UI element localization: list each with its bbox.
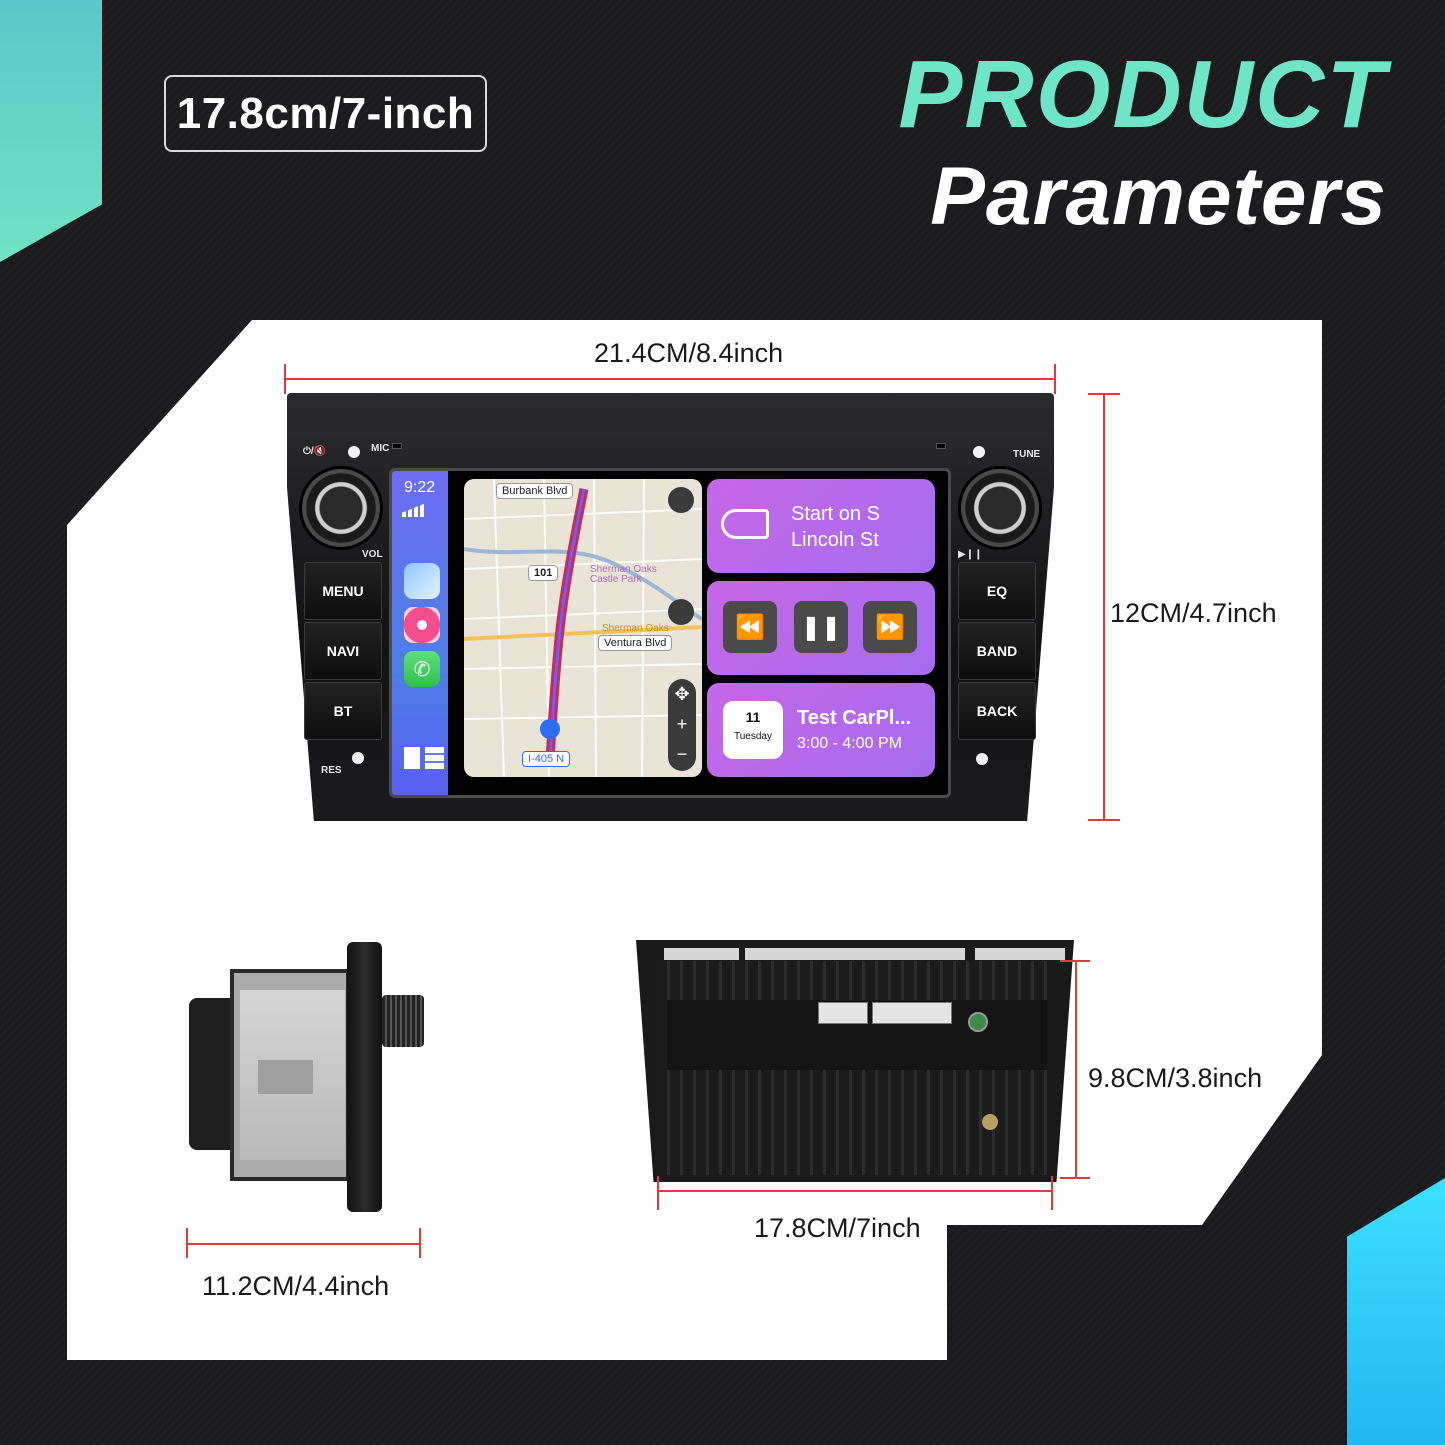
- media-widget: ⏪ ❚❚ ⏩: [707, 581, 935, 675]
- back-connector-2: [872, 1002, 952, 1024]
- side-view-tab: [258, 1060, 313, 1094]
- side-depth-label: 11.2CM/4.4inch: [202, 1271, 390, 1301]
- band-button[interactable]: BAND: [958, 622, 1036, 680]
- rewind-button[interactable]: ⏪: [723, 601, 777, 653]
- front-height-line: [1103, 394, 1105, 820]
- carplay-dock: 9:22 ✆: [392, 471, 448, 795]
- front-width-tick-right: [1054, 364, 1056, 394]
- nav-widget[interactable]: Start on S Lincoln St: [707, 479, 935, 573]
- unit-indicator-dot: [976, 753, 988, 765]
- calendar-icon: 11 Tuesday: [723, 701, 783, 759]
- eq-button[interactable]: EQ: [958, 562, 1036, 620]
- side-depth-line: [187, 1243, 421, 1245]
- vol-label: VOL: [362, 549, 383, 560]
- calendar-weekday: Tuesday: [734, 731, 772, 742]
- front-height-tick-top: [1088, 393, 1120, 395]
- mic-label: MIC: [371, 443, 390, 454]
- route-overview-icon[interactable]: [668, 487, 694, 513]
- back-view-silver-top-left: [664, 948, 739, 960]
- phone-app-icon[interactable]: ✆: [404, 651, 440, 687]
- carplay-screen: 9:22 ✆ Burbank Blvd 101 Sherman Oaks Cas…: [389, 468, 951, 798]
- tune-knob[interactable]: [958, 466, 1042, 550]
- event-title: Test CarPl...: [797, 707, 912, 729]
- menu-button[interactable]: MENU: [304, 562, 382, 620]
- map-zoom-controls[interactable]: ✥+−: [668, 679, 696, 771]
- back-view-silver-top-right: [975, 948, 1065, 960]
- nav-line-2: Lincoln St: [791, 529, 879, 551]
- back-green-port: [968, 1012, 988, 1032]
- back-button[interactable]: BACK: [958, 682, 1036, 740]
- front-width-tick-left: [284, 364, 286, 394]
- map-view[interactable]: Burbank Blvd 101 Sherman Oaks Castle Par…: [464, 479, 702, 777]
- mic-hole: [392, 443, 402, 449]
- signal-icon: [402, 503, 426, 517]
- side-depth-tick-right: [419, 1228, 421, 1258]
- back-width-tick-left: [657, 1176, 659, 1210]
- map-poi-castle-park: Sherman Oaks Castle Park: [590, 564, 657, 585]
- calendar-widget[interactable]: 11 Tuesday Test CarPl... 3:00 - 4:00 PM: [707, 683, 935, 777]
- power-button[interactable]: [348, 446, 360, 458]
- res-label: RES: [321, 765, 342, 776]
- turn-arrow-icon: [721, 509, 769, 539]
- dashboard-grid-icon[interactable]: [404, 747, 444, 769]
- back-height-tick-top: [1060, 960, 1090, 962]
- back-width-label: 17.8CM/7inch: [754, 1213, 921, 1243]
- side-view-knob: [382, 995, 424, 1047]
- tune-button[interactable]: [973, 446, 985, 458]
- back-height-label: 9.8CM/3.8inch: [1088, 1063, 1263, 1093]
- report-icon[interactable]: [668, 599, 694, 625]
- size-badge: 17.8cm/7-inch: [164, 75, 487, 152]
- navi-button[interactable]: NAVI: [304, 622, 382, 680]
- res-button[interactable]: [352, 752, 364, 764]
- back-view-silver-top-mid: [745, 948, 965, 960]
- back-antenna-port: [982, 1114, 998, 1130]
- back-height-tick-bottom: [1060, 1177, 1090, 1179]
- title-parameters: Parameters: [930, 151, 1387, 242]
- side-depth-tick-left: [186, 1228, 188, 1258]
- back-height-line: [1075, 961, 1077, 1179]
- calendar-day: 11: [745, 709, 761, 725]
- maps-app-icon[interactable]: [404, 563, 440, 599]
- nav-line-1: Start on S: [791, 503, 880, 525]
- title-product: PRODUCT: [898, 41, 1387, 148]
- map-highway-shield: 101: [528, 565, 559, 581]
- clock-time: 9:22: [404, 479, 436, 496]
- tune-label: TUNE: [1013, 449, 1041, 460]
- power-mute-label: ⏻/🔇: [303, 446, 327, 457]
- play-pause-label: ▶❙❙: [958, 549, 983, 560]
- front-width-line: [284, 378, 1056, 380]
- map-label-ventura: Ventura Blvd: [598, 635, 673, 651]
- music-app-icon[interactable]: [404, 607, 440, 643]
- bt-button[interactable]: BT: [304, 682, 382, 740]
- back-width-line: [657, 1190, 1053, 1192]
- front-height-label: 12CM/4.7inch: [1110, 598, 1277, 628]
- volume-knob[interactable]: [299, 466, 383, 550]
- map-label-burbank: Burbank Blvd: [496, 483, 574, 499]
- back-width-tick-right: [1051, 1176, 1053, 1210]
- corner-accent-top-left: [0, 0, 102, 262]
- map-label-route: I-405 N: [522, 751, 571, 767]
- front-width-label: 21.4CM/8.4inch: [594, 338, 784, 368]
- light-sensor: [936, 443, 946, 449]
- map-canvas: [464, 479, 702, 777]
- map-poi-sherman-oaks: Sherman Oaks: [602, 623, 669, 634]
- pause-button[interactable]: ❚❚: [794, 601, 848, 653]
- corner-accent-bottom-right: [1347, 1178, 1445, 1445]
- fast-forward-button[interactable]: ⏩: [863, 601, 917, 653]
- event-time: 3:00 - 4:00 PM: [797, 735, 902, 752]
- back-connector-1: [818, 1002, 868, 1024]
- side-view-faceplate: [347, 942, 382, 1212]
- front-height-tick-bottom: [1088, 819, 1120, 821]
